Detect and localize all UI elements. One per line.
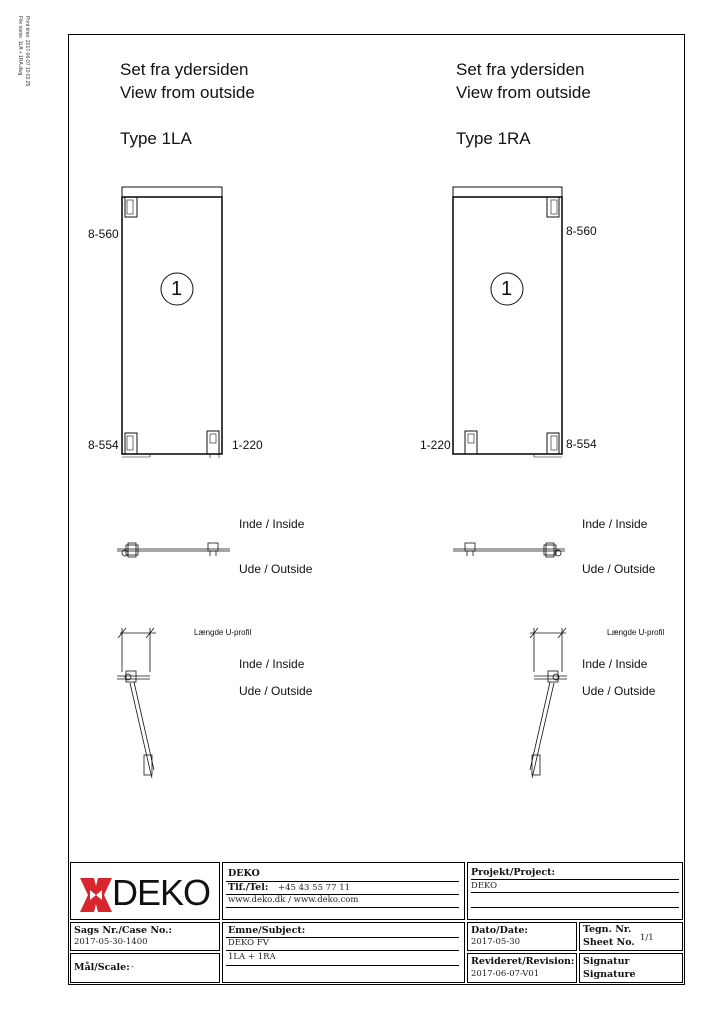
right-outside-2: Ude / Outside [582, 684, 656, 698]
left-position-circle [160, 272, 194, 306]
signature-label-da: Signatur [583, 956, 630, 967]
case-value: 2017-05-30-1400 [74, 937, 148, 947]
scale-value: - [131, 962, 134, 972]
left-type: Type 1LA [120, 129, 192, 148]
revision-cell: Revideret/Revision: 2017-06-07-V01 [467, 953, 577, 983]
date-value: 2017-05-30 [471, 937, 521, 947]
right-inside-1: Inde / Inside [582, 517, 648, 531]
right-label-8-560: 8-560 [566, 224, 597, 238]
left-door-elevation [121, 186, 223, 458]
company-cell: DEKO Tlf./Tel: +45 43 55 77 11 www.deko.… [222, 862, 465, 920]
left-label-8-554: 8-554 [88, 438, 119, 452]
subject-cell: Emne/Subject: DEKO FV 1LA + 1RA [222, 922, 465, 983]
sheet-value: 1/1 [640, 933, 654, 943]
left-heading-en: View from outside [120, 83, 255, 102]
left-plan-view [117, 542, 230, 558]
project-value: DEKO [471, 881, 498, 891]
right-position-circle [490, 272, 524, 306]
right-inside-2: Inde / Inside [582, 657, 648, 671]
left-circle-number: 1 [171, 278, 183, 300]
right-opening-view [529, 627, 567, 779]
project-label: Projekt/Project: [471, 867, 556, 878]
date-cell: Dato/Date: 2017-05-30 [467, 922, 577, 951]
right-type: Type 1RA [456, 129, 531, 148]
revision-label: Revideret/Revision: [471, 956, 575, 967]
phone-label: Tlf./Tel: [228, 882, 269, 893]
left-heading-da: Set fra ydersiden [120, 60, 249, 79]
subject-label: Emne/Subject: [228, 925, 306, 936]
sheet-cell: Tegn. Nr. Sheet No. 1/1 [579, 922, 683, 951]
right-outside-1: Ude / Outside [582, 562, 656, 576]
sheet-label-en: Sheet No. [583, 937, 635, 948]
left-label-1-220: 1-220 [232, 438, 263, 452]
left-inside-2: Inde / Inside [239, 657, 305, 671]
left-outside-2: Ude / Outside [239, 684, 313, 698]
left-outside-1: Ude / Outside [239, 562, 313, 576]
subject-value-1: DEKO FV [228, 938, 269, 948]
date-label: Dato/Date: [471, 925, 528, 936]
left-u-profile: Længde U-profil [194, 628, 252, 637]
signature-cell: Signatur Signature [579, 953, 683, 983]
case-label: Sags Nr./Case No.: [74, 925, 172, 936]
scale-label: Mål/Scale: [74, 962, 130, 973]
scale-cell: Mål/Scale: - [70, 953, 220, 983]
right-label-8-554: 8-554 [566, 437, 597, 451]
case-cell: Sags Nr./Case No.: 2017-05-30-1400 [70, 922, 220, 951]
right-u-profile: Længde U-profil [607, 628, 665, 637]
logo-text: DEKO [112, 872, 211, 913]
right-heading-da: Set fra ydersiden [456, 60, 585, 79]
right-plan-view [453, 542, 565, 558]
subject-value-2: 1LA + 1RA [228, 952, 276, 962]
revision-value: 2017-06-07-V01 [471, 969, 540, 979]
phone-value: +45 43 55 77 11 [278, 883, 351, 893]
right-label-1-220: 1-220 [420, 438, 451, 452]
sheet-label-da: Tegn. Nr. [583, 924, 632, 935]
left-label-8-560: 8-560 [88, 227, 119, 241]
drawing-frame [68, 34, 685, 985]
deko-logo-icon [80, 878, 112, 912]
signature-label-en: Signature [583, 969, 636, 980]
right-door-elevation [452, 186, 563, 458]
left-opening-view [117, 627, 156, 779]
company-name: DEKO [228, 868, 260, 879]
right-circle-number: 1 [501, 278, 513, 300]
website-link[interactable]: www.deko.dk / www.deko.com [228, 895, 359, 905]
right-heading-en: View from outside [456, 83, 591, 102]
project-cell: Projekt/Project: DEKO [467, 862, 683, 920]
left-inside-1: Inde / Inside [239, 517, 305, 531]
